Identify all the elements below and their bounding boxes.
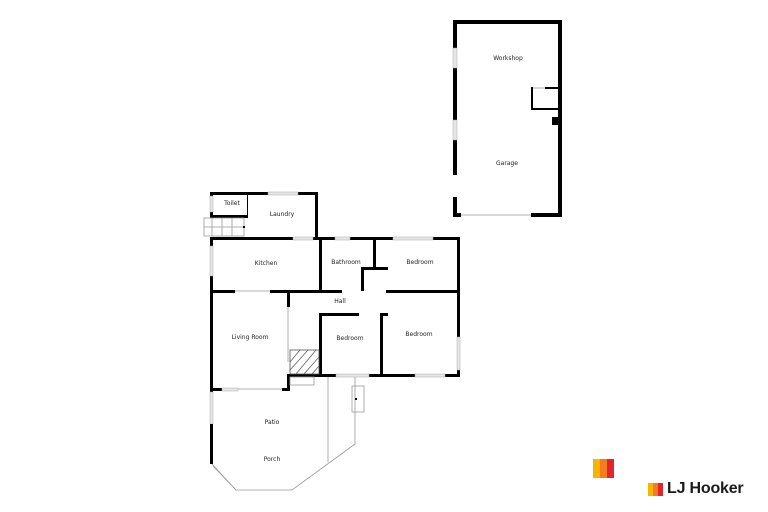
brand-bar-red bbox=[607, 459, 614, 478]
logo-bar-orange bbox=[653, 482, 658, 496]
room-label-garage: Garage bbox=[496, 160, 518, 167]
room-label-porch: Porch bbox=[264, 456, 281, 463]
room-label-hall: Hall bbox=[334, 298, 346, 305]
room-label-patio: Patio bbox=[265, 419, 280, 426]
patio-porch bbox=[209, 377, 365, 491]
room-label-laundry: Laundry bbox=[270, 211, 295, 218]
brand-bar-yellow bbox=[593, 459, 600, 478]
room-label-kitchen: Kitchen bbox=[255, 260, 278, 267]
room-label-bedroom-3: Bedroom bbox=[405, 331, 432, 338]
logo-bar-yellow bbox=[648, 482, 653, 496]
room-label-bedroom-1: Bedroom bbox=[406, 259, 433, 266]
lj-hooker-logo: LJ Hooker bbox=[648, 480, 744, 498]
brand-mark-large bbox=[593, 459, 614, 478]
brand-name: LJ Hooker bbox=[667, 480, 744, 497]
main-house bbox=[209, 236, 461, 392]
room-label-bathroom: Bathroom bbox=[331, 259, 361, 266]
brand-bar-orange bbox=[600, 459, 607, 478]
logo-bar-red bbox=[658, 482, 663, 496]
laundry-wing bbox=[203, 191, 318, 238]
room-label-bedroom-2: Bedroom bbox=[336, 335, 363, 342]
garage-building bbox=[452, 20, 562, 217]
room-label-toilet: Toilet bbox=[223, 200, 240, 207]
room-label-workshop: Workshop bbox=[493, 55, 523, 62]
room-label-living-room: Living Room bbox=[232, 334, 269, 341]
